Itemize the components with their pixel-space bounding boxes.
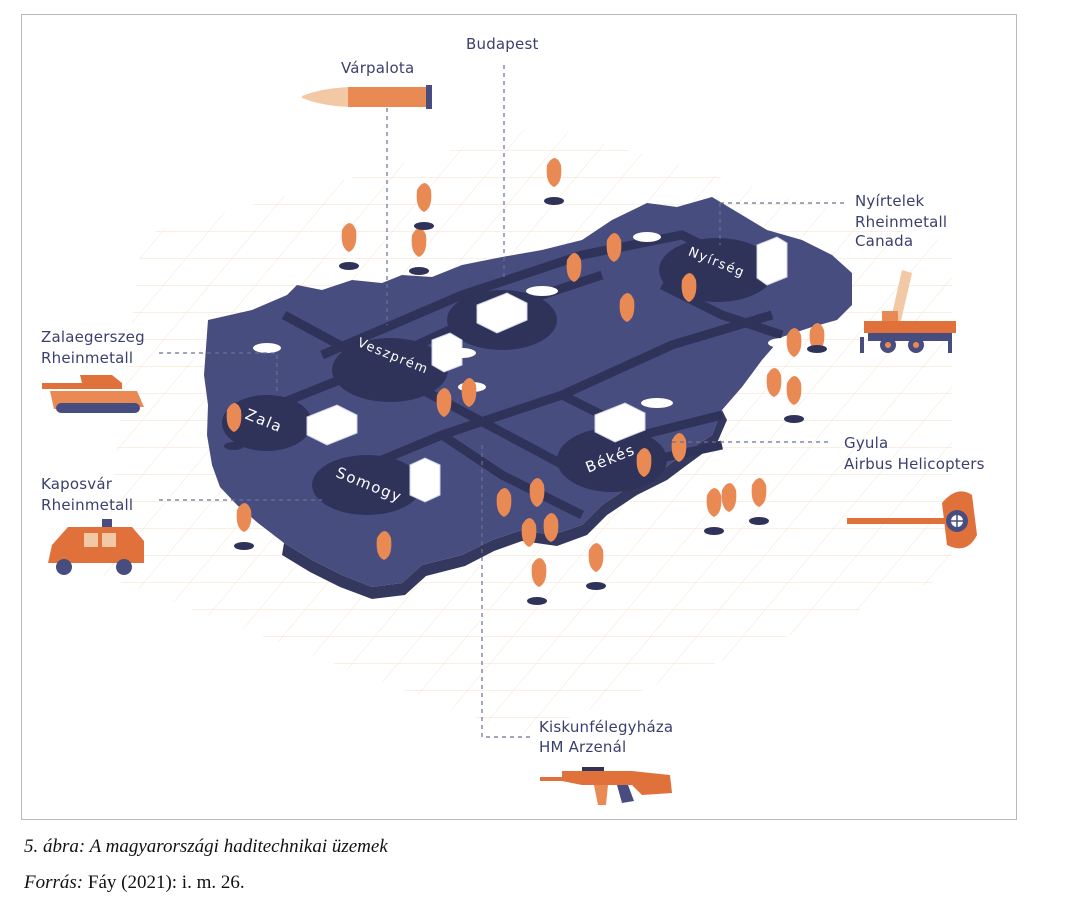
source-text: Fáy (2021): i. m. 26.: [83, 872, 245, 893]
site-label-varpalota: Várpalota: [341, 59, 415, 77]
site-label-gyula: Gyula: [844, 434, 889, 452]
helicopter-icon: [847, 491, 977, 549]
crane-vehicle-icon: [860, 270, 956, 353]
source-label: Forrás:: [24, 872, 84, 893]
figure-frame: Veszprém Zala Somogy Békés Nyírség: [21, 14, 1017, 820]
map-illustration: Veszprém Zala Somogy Békés Nyírség: [42, 65, 977, 805]
site-label-zalaegerszeg-company: Rheinmetall: [41, 349, 134, 367]
factory-buildings: [306, 236, 788, 503]
site-label-kaposvar: Kaposvár: [41, 475, 113, 493]
trees: [224, 158, 827, 605]
site-label-nyirtelek-company-2: Canada: [855, 232, 914, 250]
tank-icon: [42, 375, 144, 413]
site-label-nyirtelek: Nyírtelek: [855, 192, 925, 210]
site-label-gyula-company: Airbus Helicopters: [844, 455, 985, 473]
leader-lines: [159, 65, 847, 738]
site-label-kiskunfelegyhaza: Kiskunfélegyháza: [539, 718, 674, 736]
site-label-kiskunfelegyhaza-company: HM Arzenál: [539, 738, 627, 756]
map-edge: [282, 410, 727, 599]
armored-vehicle-icon: [48, 519, 144, 575]
figure-source: Forrás: Fáy (2021): i. m. 26.: [24, 872, 245, 894]
figure-caption: 5. ábra: A magyarországi haditechnikai ü…: [24, 836, 388, 857]
site-label-zalaegerszeg: Zalaegerszeg: [41, 328, 145, 346]
site-label-kaposvar-company: Rheinmetall: [41, 496, 134, 514]
site-label-nyirtelek-company: Rheinmetall: [855, 213, 948, 231]
rifle-icon: [540, 767, 672, 805]
bullet-icon: [302, 85, 432, 109]
site-label-budapest: Budapest: [466, 35, 539, 53]
